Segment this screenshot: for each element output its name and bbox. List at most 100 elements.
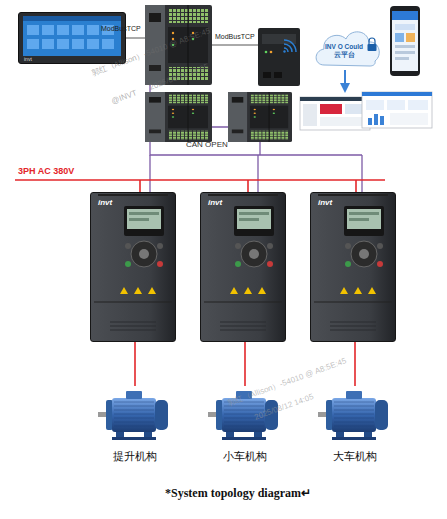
power-supply-line bbox=[15, 180, 385, 192]
plc-controller bbox=[228, 92, 292, 142]
inverter-panel bbox=[204, 194, 282, 330]
smartphone bbox=[390, 6, 420, 76]
mechanism-label: 大车机构 bbox=[333, 450, 377, 464]
hmi-screen bbox=[27, 39, 39, 49]
dashboard-screens bbox=[300, 97, 370, 130]
bus-label: CAN OPEN bbox=[186, 141, 228, 150]
dashboard-screens bbox=[408, 100, 428, 110]
hmi-screen bbox=[42, 39, 54, 49]
motor-illustration bbox=[98, 391, 168, 440]
cloud-arrow bbox=[344, 70, 346, 91]
protocol-label: ModBusTCP bbox=[215, 33, 255, 41]
hmi-screen bbox=[57, 39, 69, 49]
hmi-screen bbox=[42, 25, 54, 35]
hmi-screen bbox=[102, 39, 114, 49]
smartphone bbox=[390, 6, 420, 76]
hmi-screen bbox=[27, 25, 39, 35]
power-cable bbox=[134, 342, 136, 386]
hmi-screen bbox=[57, 25, 69, 35]
brand-logo: invt bbox=[318, 198, 332, 207]
wifi-symbol bbox=[284, 40, 296, 52]
motor-illustration bbox=[318, 391, 388, 440]
dashboard-screens bbox=[387, 100, 405, 110]
inverter-box: invt bbox=[310, 192, 396, 342]
dashboard-screens bbox=[366, 100, 384, 110]
brand-logo: invt bbox=[24, 56, 32, 62]
hmi-screen bbox=[87, 25, 99, 35]
hmi-screen bbox=[23, 16, 121, 56]
smartphone bbox=[392, 11, 418, 20]
smartphone bbox=[395, 33, 404, 42]
smartphone bbox=[406, 33, 415, 42]
smartphone bbox=[395, 57, 409, 60]
motor-box: 大车机构 bbox=[315, 386, 395, 464]
dashboard-screens bbox=[303, 104, 317, 126]
can-open-bus bbox=[149, 155, 150, 192]
cloud-shape bbox=[316, 32, 379, 66]
smartphone bbox=[395, 51, 415, 54]
cloud-text: INV O Could bbox=[325, 43, 363, 51]
inverter-box: invt bbox=[200, 192, 286, 342]
inverter-panel bbox=[94, 194, 172, 330]
dashboard-screens bbox=[362, 92, 432, 96]
power-cable bbox=[244, 342, 246, 386]
dashboard-screens bbox=[380, 116, 384, 125]
can-open-bus bbox=[259, 142, 260, 155]
power-supply-line bbox=[15, 179, 385, 181]
watermark: 2025/08/12 14:05 bbox=[253, 393, 315, 423]
mechanism-label: 小车机构 bbox=[223, 450, 267, 464]
power-supply-line bbox=[355, 180, 357, 192]
smartphone bbox=[395, 45, 415, 48]
lock-icon bbox=[368, 38, 377, 51]
hmi-screen bbox=[87, 39, 99, 49]
can-open-bus bbox=[150, 142, 362, 155]
power-cable bbox=[354, 342, 356, 386]
inverter-panel bbox=[314, 194, 392, 330]
cloud-platform: INV O Could云平台 bbox=[312, 24, 382, 70]
wifi-symbol bbox=[284, 48, 288, 52]
ethernet-cable bbox=[212, 45, 258, 46]
wifi-symbol bbox=[284, 44, 292, 52]
dashboard-screens bbox=[390, 113, 428, 125]
plc-controller bbox=[145, 92, 212, 142]
protocol-label: ModBusTCP bbox=[101, 25, 141, 33]
hmi-screen bbox=[23, 16, 121, 56]
power-label: 3PH AC 380V bbox=[18, 167, 74, 177]
dashboard-screens bbox=[362, 92, 432, 128]
smartphone bbox=[395, 24, 415, 30]
inverter-box: invt bbox=[90, 192, 176, 342]
cloud-text: 云平台 bbox=[334, 51, 355, 59]
dashboard-screens bbox=[374, 114, 378, 125]
watermark: @INVT bbox=[110, 89, 138, 106]
watermark: 2025/08/12 14:05 bbox=[148, 63, 210, 93]
motor-box: 提升机构 bbox=[95, 386, 175, 464]
iot-gateway bbox=[265, 51, 268, 54]
hmi-screen bbox=[23, 16, 121, 21]
iot-gateway bbox=[263, 72, 271, 78]
lock-icon bbox=[368, 44, 377, 51]
wifi-symbol bbox=[283, 40, 296, 53]
ethernet-cable bbox=[126, 38, 145, 39]
power-supply-line bbox=[139, 180, 141, 192]
hmi-touchscreen: invt bbox=[18, 12, 126, 64]
iot-gateway bbox=[270, 51, 273, 54]
smartphone bbox=[392, 11, 418, 71]
dashboard-screens bbox=[300, 92, 432, 130]
mechanism-label: 提升机构 bbox=[113, 450, 157, 464]
dashboard-screens bbox=[368, 118, 372, 125]
hmi-screen bbox=[72, 25, 84, 35]
figure-caption: *System topology diagram↵ bbox=[165, 486, 311, 501]
dashboard-screens bbox=[300, 97, 370, 101]
iot-gateway bbox=[258, 28, 300, 86]
power-supply-line bbox=[247, 180, 249, 192]
wifi-symbol bbox=[283, 50, 285, 52]
can-open-bus bbox=[257, 155, 258, 192]
dashboard-screens bbox=[320, 104, 342, 114]
iot-gateway bbox=[274, 72, 282, 78]
brand-logo: invt bbox=[208, 198, 222, 207]
hmi-screen bbox=[72, 39, 84, 49]
lock-icon bbox=[369, 38, 375, 44]
